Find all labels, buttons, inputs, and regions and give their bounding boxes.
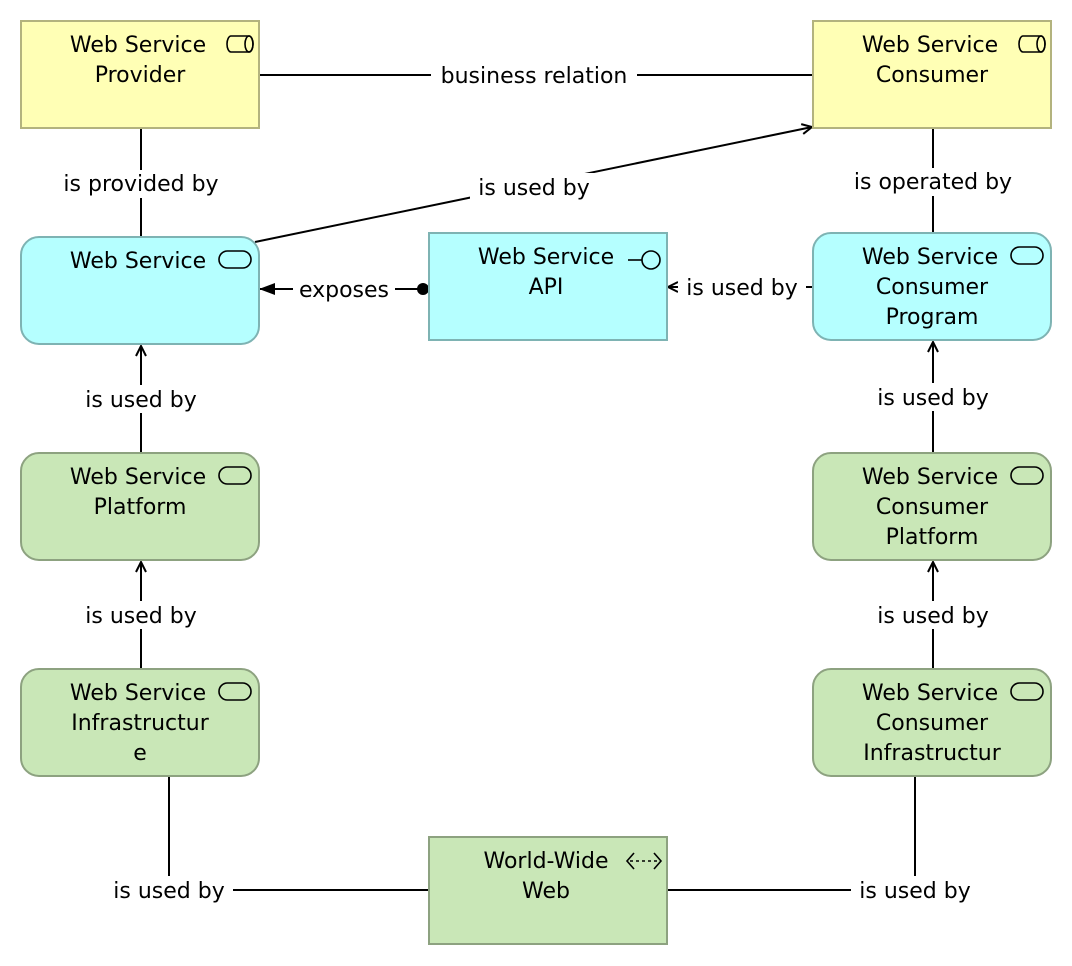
node-label-line-1: Web Service (70, 681, 206, 706)
node-world-wide-web[interactable]: World-Wide Web (428, 836, 668, 945)
platform-used-by-ws-label: is used by (85, 388, 196, 413)
node-box (20, 452, 260, 561)
node-web-service-consumer[interactable]: Web Service Consumer (812, 20, 1052, 129)
api-used-by-program-label: is used by (686, 276, 797, 301)
node-box (812, 232, 1052, 341)
ws-used-by-consumer-label: is used by (478, 176, 589, 201)
node-box (20, 236, 260, 345)
exposes-label: exposes (299, 278, 389, 303)
node-label-line-2: Consumer (876, 275, 989, 300)
node-box (20, 668, 260, 777)
node-label-line-1: Web Service (478, 245, 614, 270)
node-web-service-infrastructure[interactable]: Web Service Infrastructur e (20, 668, 260, 777)
node-box (428, 836, 668, 945)
application-service-icon (218, 250, 252, 269)
business-relation-label: business relation (441, 64, 628, 89)
is-operated-by-label: is operated by (854, 170, 1012, 195)
node-box (812, 20, 1052, 129)
node-label-line-2: Consumer (876, 495, 989, 520)
node-label-line-2: Consumer (876, 711, 989, 736)
node-web-service-api[interactable]: Web Service API (428, 232, 668, 341)
edge-www-used-by-infra[interactable] (168, 777, 428, 891)
node-web-service-platform[interactable]: Web Service Platform (20, 452, 260, 561)
application-interface-icon (628, 250, 661, 270)
node-label-line-2: Infrastructur (71, 711, 209, 736)
consumer-platform-used-by-program-label: is used by (877, 386, 988, 411)
node-label-line-1: Web Service (70, 33, 206, 58)
www-used-by-infra-label: is used by (113, 879, 224, 904)
node-label-line-1: World-Wide (484, 849, 609, 874)
node-label-line-1: Web Service (70, 249, 206, 274)
node-label-line-2: Consumer (876, 63, 989, 88)
node-label-line-2: Provider (95, 63, 187, 88)
technology-service-icon (1010, 682, 1044, 701)
application-service-icon (1010, 246, 1044, 265)
technology-service-icon (218, 466, 252, 485)
node-web-service[interactable]: Web Service (20, 236, 260, 345)
node-label-line-1: Web Service (862, 245, 998, 270)
node-box (812, 452, 1052, 561)
node-web-service-consumer-platform[interactable]: Web Service Consumer Platform (812, 452, 1052, 561)
node-label-line-3: e (133, 741, 147, 766)
node-label-line-1: Web Service (862, 33, 998, 58)
node-box (812, 668, 1052, 777)
edge-www-used-by-consumer-infra[interactable] (668, 777, 916, 891)
node-web-service-consumer-infrastructure[interactable]: Web Service Consumer Infrastructur (812, 668, 1052, 777)
node-label-line-1: Web Service (70, 465, 206, 490)
node-label-line-1: Web Service (862, 465, 998, 490)
business-role-icon (1018, 35, 1046, 53)
node-label-line-3: Infrastructur (863, 741, 1001, 766)
node-web-service-provider[interactable]: Web Service Provider (20, 20, 260, 129)
www-used-by-consumer-infra-label: is used by (859, 879, 970, 904)
technology-service-icon (1010, 466, 1044, 485)
business-role-icon (226, 35, 254, 53)
edge-labels: business relation is provided by is oper… (55, 61, 1019, 904)
communication-network-icon (625, 852, 663, 870)
consumer-infra-used-by-platform-label: is used by (877, 604, 988, 629)
node-label-line-2: Web (522, 879, 570, 904)
node-label-line-2: API (529, 275, 564, 300)
is-provided-by-label: is provided by (63, 172, 218, 197)
node-label-line-3: Platform (886, 525, 979, 550)
node-label-line-3: Program (886, 305, 979, 330)
node-label-line-1: Web Service (862, 681, 998, 706)
node-label-line-2: Platform (94, 495, 187, 520)
node-box (428, 232, 668, 341)
node-box (20, 20, 260, 129)
infra-used-by-platform-label: is used by (85, 604, 196, 629)
node-web-service-consumer-program[interactable]: Web Service Consumer Program (812, 232, 1052, 341)
technology-service-icon (218, 682, 252, 701)
